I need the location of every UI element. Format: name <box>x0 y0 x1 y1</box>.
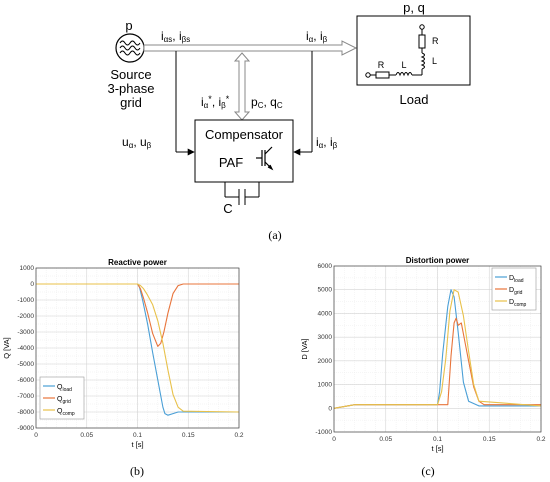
caption-c: (c) <box>421 464 434 478</box>
load-current-label: iα, iβ <box>306 29 328 44</box>
legend-label-comp: Qcomp <box>57 408 75 417</box>
y-tick-label: 1000 <box>20 265 35 272</box>
current-sense-line <box>293 51 313 156</box>
plot-frame <box>35 267 240 429</box>
series-line-comp <box>36 283 240 413</box>
legend-label-grid: Dgrid <box>509 287 523 296</box>
x-tick-label: 0 <box>34 432 38 439</box>
y-tick-label: -7000 <box>17 393 34 400</box>
y-tick-label: -1000 <box>17 297 34 304</box>
x-tick-label: 0.2 <box>536 436 545 443</box>
x-tick-label: 0.1 <box>433 436 442 443</box>
legend-label-load: Qload <box>57 384 72 393</box>
x-tick-label: 0.15 <box>483 436 496 443</box>
y-tick-label: 2000 <box>318 358 333 365</box>
sine-wave-icon <box>119 40 141 56</box>
reactive-power-chart: 0 0.05 0.1 0.15 0.2 1000 0 -1000 -2000 -3000 -4000… <box>2 258 244 449</box>
y-tick-label: -1000 <box>315 429 332 436</box>
x-tick-label: 0 <box>332 436 336 443</box>
source-label-line1: Source <box>110 67 151 82</box>
inductor-horizontal <box>395 72 413 77</box>
compensator-title: Compensator <box>205 127 284 142</box>
y-tick-label: -9000 <box>17 425 34 432</box>
y-axis-label: Q [VA] <box>2 337 11 359</box>
capacitor-label: C <box>223 201 232 216</box>
y-tick-label: 4000 <box>318 310 333 317</box>
x-tick-label: 0.2 <box>234 432 243 439</box>
y-tick-label: -8000 <box>17 409 34 416</box>
y-tick-label: 6000 <box>318 263 333 270</box>
load-power-label: p, q <box>403 0 425 15</box>
circuit-diagram: p Source 3-phase grid iαs, iβs iα, iβ p,… <box>108 0 471 242</box>
main-bus-arrow <box>143 40 358 56</box>
y-tick-label: 3000 <box>318 334 333 341</box>
legend-label-comp: Dcomp <box>509 299 527 308</box>
compensation-arrow <box>233 52 251 121</box>
source-current-label: iαs, iβs <box>161 29 190 44</box>
caption-a: (a) <box>268 228 281 242</box>
chart-title: Reactive power <box>108 258 167 267</box>
x-tick-label: 0.05 <box>379 436 392 443</box>
igbt-icon <box>256 146 274 171</box>
feedback-current-label: iα, iβ <box>316 135 338 150</box>
y-tick-label: 0 <box>30 281 34 288</box>
load-circuit <box>365 24 426 79</box>
source-label-line2: 3-phase <box>108 81 155 96</box>
y-axis-label: D [VA] <box>300 338 309 359</box>
series-line-grid <box>36 283 239 347</box>
inductor-vertical <box>420 52 425 70</box>
series-line-comp <box>333 289 542 409</box>
x-tick-label: 0.1 <box>133 432 142 439</box>
legend-label-grid: Qgrid <box>57 396 71 405</box>
voltage-label: uα, uβ <box>122 135 152 150</box>
load-r-horizontal: R <box>378 60 385 70</box>
y-tick-label: 0 <box>328 405 332 412</box>
voltage-sense-line <box>175 51 195 156</box>
source-power-symbol: p <box>125 18 132 33</box>
load-l-vertical: L <box>432 56 437 66</box>
reference-current-label: iα*, iβ* <box>201 94 230 110</box>
distortion-power-chart: 0 0.05 0.1 0.15 0.2 6000 5000 4000 3000 2000 1000 0… <box>300 256 546 453</box>
capacitor-symbol <box>224 182 260 205</box>
y-tick-label: -5000 <box>17 361 34 368</box>
y-tick-label: 5000 <box>318 287 333 294</box>
compensator-power-label: pC, qC <box>251 95 283 110</box>
x-axis-label: t [s] <box>131 440 143 449</box>
load-r-vertical: R <box>432 36 439 46</box>
plot-frame <box>333 265 542 433</box>
compensator-box <box>194 119 294 183</box>
y-tick-label: -4000 <box>17 345 34 352</box>
legend-label-load: Dload <box>509 275 524 284</box>
y-tick-label: 1000 <box>318 382 333 389</box>
y-tick-label: -2000 <box>17 313 34 320</box>
load-label: Load <box>400 92 429 107</box>
x-tick-label: 0.15 <box>182 432 195 439</box>
load-l-horizontal: L <box>401 60 406 70</box>
caption-b: (b) <box>130 464 144 478</box>
source-label-line3: grid <box>120 95 142 110</box>
compensator-device: PAF <box>219 155 243 170</box>
y-tick-label: -3000 <box>17 329 34 336</box>
y-tick-label: -6000 <box>17 377 34 384</box>
x-tick-label: 0.05 <box>80 432 93 439</box>
x-axis-label: t [s] <box>431 444 443 453</box>
chart-title: Distortion power <box>406 256 470 265</box>
